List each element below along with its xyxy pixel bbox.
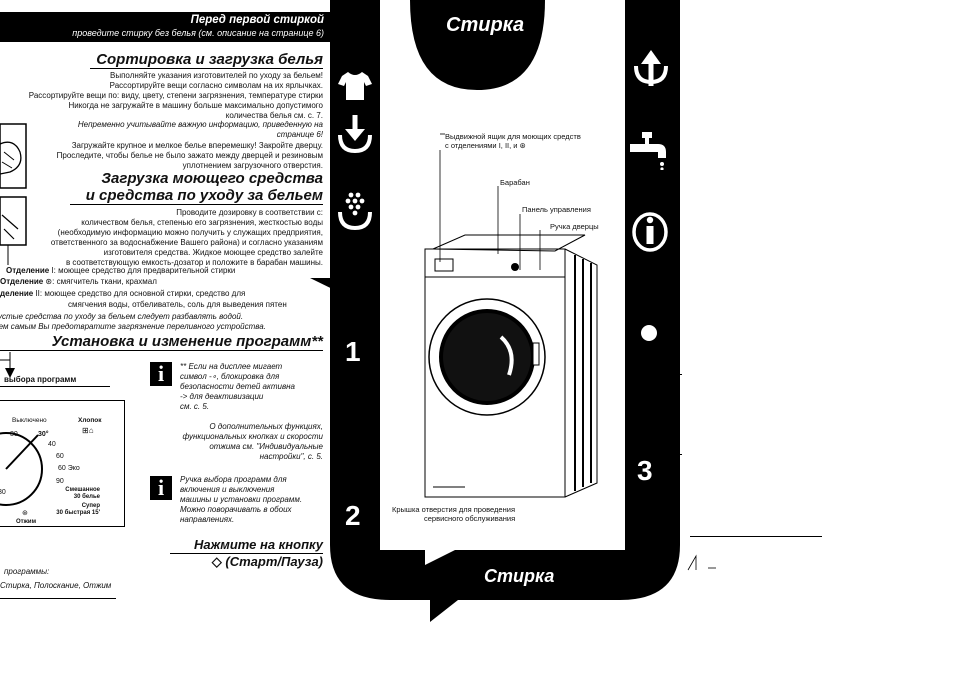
dial-temp-40: 40 [48, 441, 56, 448]
washing-machine-illustration [424, 234, 598, 498]
start-heading: Нажмите на кнопку [194, 537, 323, 552]
right-mark-2 [680, 454, 682, 455]
shirt-icon [338, 72, 372, 100]
program-dial[interactable] [0, 431, 58, 511]
loading-illustration [0, 123, 27, 189]
header-subtitle: проведите стирку без белья (см. описание… [72, 28, 324, 38]
load-arrow-icon [338, 115, 372, 154]
dial-spin-label: Отжим [16, 519, 37, 525]
dial-mixed-label: Смешанное [65, 487, 100, 493]
compartment-3-cont: смягчения воды, отбеливатель, соль для в… [68, 299, 287, 309]
detergent-dots-icon [338, 192, 372, 231]
sorting-text: Выполняйте указания изготовителей по ухо… [28, 71, 323, 120]
selector-label: выбора программ [4, 375, 77, 384]
step-number-3: 3 [637, 455, 653, 486]
dial-cotton-label: Хлопок [78, 417, 102, 424]
info-icon [632, 212, 668, 252]
step-number-1: 1 [345, 336, 361, 367]
dial-mixed-sub: 30 белье [73, 494, 100, 500]
compartment-3: Отделение II: моющее средство для основн… [0, 289, 246, 298]
start-pause-icon: ◇ [211, 554, 222, 569]
header-bar: Перед первой стиркой проведите стирку бе… [0, 12, 330, 42]
dial-left-30: 30 [0, 489, 6, 496]
callout-panel: Панель управления [522, 205, 591, 214]
start-programs-list: Стирка, Полоскание, Отжим [0, 581, 112, 590]
header-title: Перед первой стиркой [190, 14, 324, 26]
dial-super-sub: 30 быстрая 15' [56, 510, 100, 516]
step-number-2: 2 [345, 500, 361, 531]
right-mark-1 [680, 374, 682, 375]
info-note-functions: О дополнительных функциях, функциональны… [182, 422, 323, 461]
right-small-glyph [687, 554, 716, 571]
detergent-italic-note: Густые средства по уходу за бельем следу… [0, 312, 266, 331]
dispenser-illustration [0, 196, 27, 265]
info-note-childlock: ** Если на дисплее мигает символ -∘, бло… [180, 362, 295, 411]
flow-top-title: Стирка [446, 14, 525, 36]
sorting-heading: Сортировка и загрузка белья [96, 51, 323, 68]
detergent-heading-rule [70, 204, 323, 205]
detergent-heading: Загрузка моющего средства и средства по … [85, 170, 323, 204]
start-heading-rule [170, 553, 323, 554]
selector-label-rule [0, 386, 110, 387]
sorting-heading-rule [90, 68, 323, 69]
left-column: Перед первой стиркой проведите стирку бе… [0, 0, 335, 674]
dial-temp-60-eco: 60 Эко [58, 465, 80, 472]
programs-heading-rule [0, 350, 323, 351]
start-programs-rule [0, 598, 116, 599]
dial-temp-90: 90 [56, 478, 64, 485]
start-programs-label: программы: [4, 567, 50, 576]
callout-lines [439, 133, 541, 270]
sorting-text-2: Загружайте крупное и мелкое белье вперем… [56, 141, 323, 170]
sorting-note: Непременно учитывайте важную информацию,… [77, 120, 323, 139]
detergent-text: Проводите дозировку в соответствии с: ко… [50, 208, 323, 267]
info-icon-1: i [150, 362, 172, 386]
program-dial-panel: Выключено Хлопок ⊞⌂ 30 30° 40 60 60 Эко … [0, 400, 125, 527]
dial-temp-60: 60 [56, 453, 64, 460]
start-button-line: ◇ (Старт/Пауза) [211, 554, 323, 569]
dial-temp-30-left: 30 [10, 431, 18, 438]
compartment-2: Отделение ⊛: смягчитель ткани, крахмал [0, 276, 157, 286]
info-note-selector: Ручка выбора программ для включения и вы… [180, 475, 303, 524]
compartment-list: Отделение I: моющее средство для предвар… [0, 266, 287, 310]
dial-temp-30: 30° [38, 431, 49, 438]
dial-cotton-icons: ⊞⌂ [82, 426, 94, 435]
compartment-1: Отделение I: моющее средство для предвар… [6, 266, 236, 275]
callout-drawer: Выдвижной ящик для моющих средств с отде… [445, 132, 581, 150]
dial-spin-icon: ⊛ [22, 510, 28, 517]
info-icon-2: i [150, 476, 172, 500]
flow-bottom-title: Стирка [484, 566, 555, 586]
dial-off-label: Выключено [12, 417, 47, 424]
unload-arrow-icon [634, 50, 668, 86]
water-tap-icon [630, 132, 666, 170]
programs-heading: Установка и изменение программ** [51, 333, 323, 350]
callout-service: Крышка отверстия для проведения сервисно… [392, 505, 516, 523]
callout-drum: Барабан [500, 178, 530, 187]
right-rule [690, 536, 822, 537]
selector-arrow [0, 352, 15, 378]
dot-icon [641, 325, 657, 341]
dial-super-label: Супер [81, 503, 100, 509]
callout-handle: Ручка дверцы [550, 222, 599, 231]
